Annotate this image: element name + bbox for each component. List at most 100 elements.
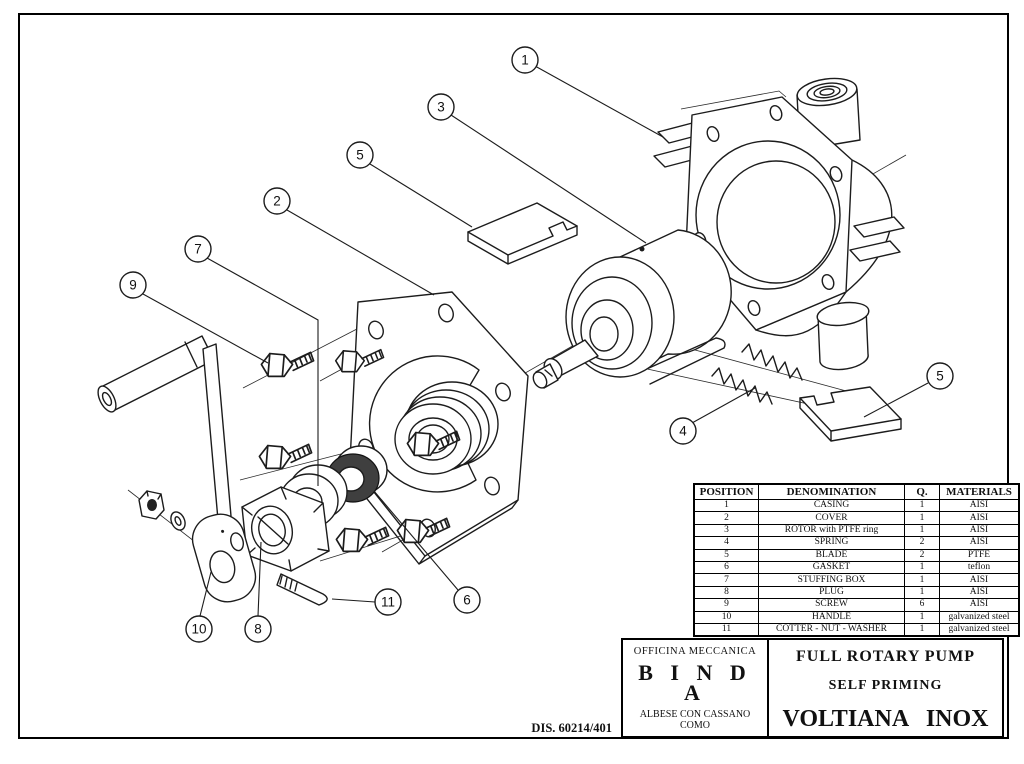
sheet-border [18, 13, 1009, 739]
callout-7: 7 [184, 235, 212, 263]
table-cell: CASING [758, 498, 905, 513]
product-line1: FULL ROTARY PUMP [796, 648, 975, 665]
table-cell: 2 [904, 536, 940, 550]
table-cell: 2 [904, 548, 940, 562]
svg-text:5: 5 [936, 369, 944, 384]
svg-text:10: 10 [191, 622, 206, 637]
drawing-number: DIS. 60214/401 [531, 721, 612, 735]
table-cell: galvanized steel [939, 622, 1020, 637]
table-cell: COVER [758, 511, 905, 525]
header-materials: MATERIALS [939, 483, 1020, 500]
screw-part [335, 526, 390, 553]
table-cell: ROTOR with PTFE ring [758, 523, 905, 538]
screw-part [260, 351, 315, 378]
table-cell: COTTER - NUT - WASHER [758, 622, 905, 637]
parts-table-header-row: POSITION DENOMINATION Q. MATERIALS [693, 483, 1020, 500]
table-cell: 6 [693, 560, 759, 575]
title-block-company: OFFICINA MECCANICA B I N D A ALBESE CON … [623, 640, 769, 736]
header-quantity: Q. [904, 483, 940, 500]
blade-right-part [799, 386, 902, 442]
table-cell: 3 [693, 523, 759, 538]
table-cell: PLUG [758, 585, 905, 600]
svg-text:5: 5 [356, 148, 364, 163]
plug-part [241, 486, 330, 572]
header-denomination: DENOMINATION [758, 483, 905, 500]
leader-lines [142, 65, 929, 617]
table-cell: 1 [904, 622, 940, 637]
callout-1: 1 [511, 46, 539, 74]
table-cell: PTFE [939, 548, 1020, 562]
company-city1: ALBESE CON CASSANO [639, 709, 751, 720]
svg-text:8: 8 [254, 622, 262, 637]
table-cell: 7 [693, 573, 759, 587]
callout-6: 6 [453, 586, 481, 614]
company-line: OFFICINA MECCANICA [633, 646, 757, 657]
table-cell: 1 [904, 498, 940, 513]
table-cell: 1 [904, 560, 940, 575]
callout-10: 10 [185, 615, 213, 643]
spring-parts [711, 343, 803, 405]
table-cell: 6 [904, 598, 940, 612]
table-cell: 1 [904, 610, 940, 624]
svg-text:2: 2 [273, 194, 281, 209]
handle-part [97, 335, 257, 603]
table-cell: 2 [693, 511, 759, 525]
product-name: VOLTIANA INOX [782, 706, 989, 732]
svg-text:3: 3 [437, 100, 445, 115]
table-cell: 1 [904, 511, 940, 525]
table-cell: AISI [939, 598, 1020, 612]
callout-3: 3 [427, 93, 455, 121]
svg-text:4: 4 [679, 424, 687, 439]
title-block: OFFICINA MECCANICA B I N D A ALBESE CON … [621, 638, 1004, 738]
table-cell: 1 [904, 573, 940, 587]
table-cell: BLADE [758, 548, 905, 562]
rotor-part [532, 229, 732, 389]
table-cell: AISI [939, 523, 1020, 538]
table-cell: AISI [939, 536, 1020, 550]
table-cell: 1 [904, 585, 940, 600]
table-cell: STUFFING BOX [758, 573, 905, 587]
svg-text:6: 6 [463, 593, 471, 608]
title-block-product: FULL ROTARY PUMP SELF PRIMING VOLTIANA I… [769, 640, 1002, 736]
callout-11: 11 [374, 588, 402, 616]
cotter-nut-washer-parts [138, 490, 328, 606]
table-cell: galvanized steel [939, 610, 1020, 624]
table-cell: 1 [904, 523, 940, 538]
table-cell: 9 [693, 598, 759, 612]
table-cell: 4 [693, 536, 759, 550]
table-cell: HANDLE [758, 610, 905, 624]
table-cell: AISI [939, 511, 1020, 525]
blade-top-part [467, 202, 578, 265]
callout-4: 4 [669, 417, 697, 445]
table-cell: teflon [939, 560, 1020, 575]
callout-balloons: 1 3 5 2 7 9 4 [119, 46, 954, 643]
svg-text:1: 1 [521, 53, 529, 68]
table-cell: AISI [939, 498, 1020, 513]
callout-2: 2 [263, 187, 291, 215]
table-cell: AISI [939, 585, 1020, 600]
callout-5-top: 5 [346, 141, 374, 169]
table-cell: 1 [693, 498, 759, 513]
svg-text:11: 11 [381, 595, 395, 610]
company-city2: COMO [679, 720, 710, 731]
table-cell: 10 [693, 610, 759, 624]
svg-text:9: 9 [129, 278, 137, 293]
screw-part [258, 443, 313, 470]
table-cell: GASKET [758, 560, 905, 575]
table-cell: SCREW [758, 598, 905, 612]
callout-9: 9 [119, 271, 147, 299]
callout-8: 8 [244, 615, 272, 643]
product-line2: SELF PRIMING [828, 678, 943, 693]
